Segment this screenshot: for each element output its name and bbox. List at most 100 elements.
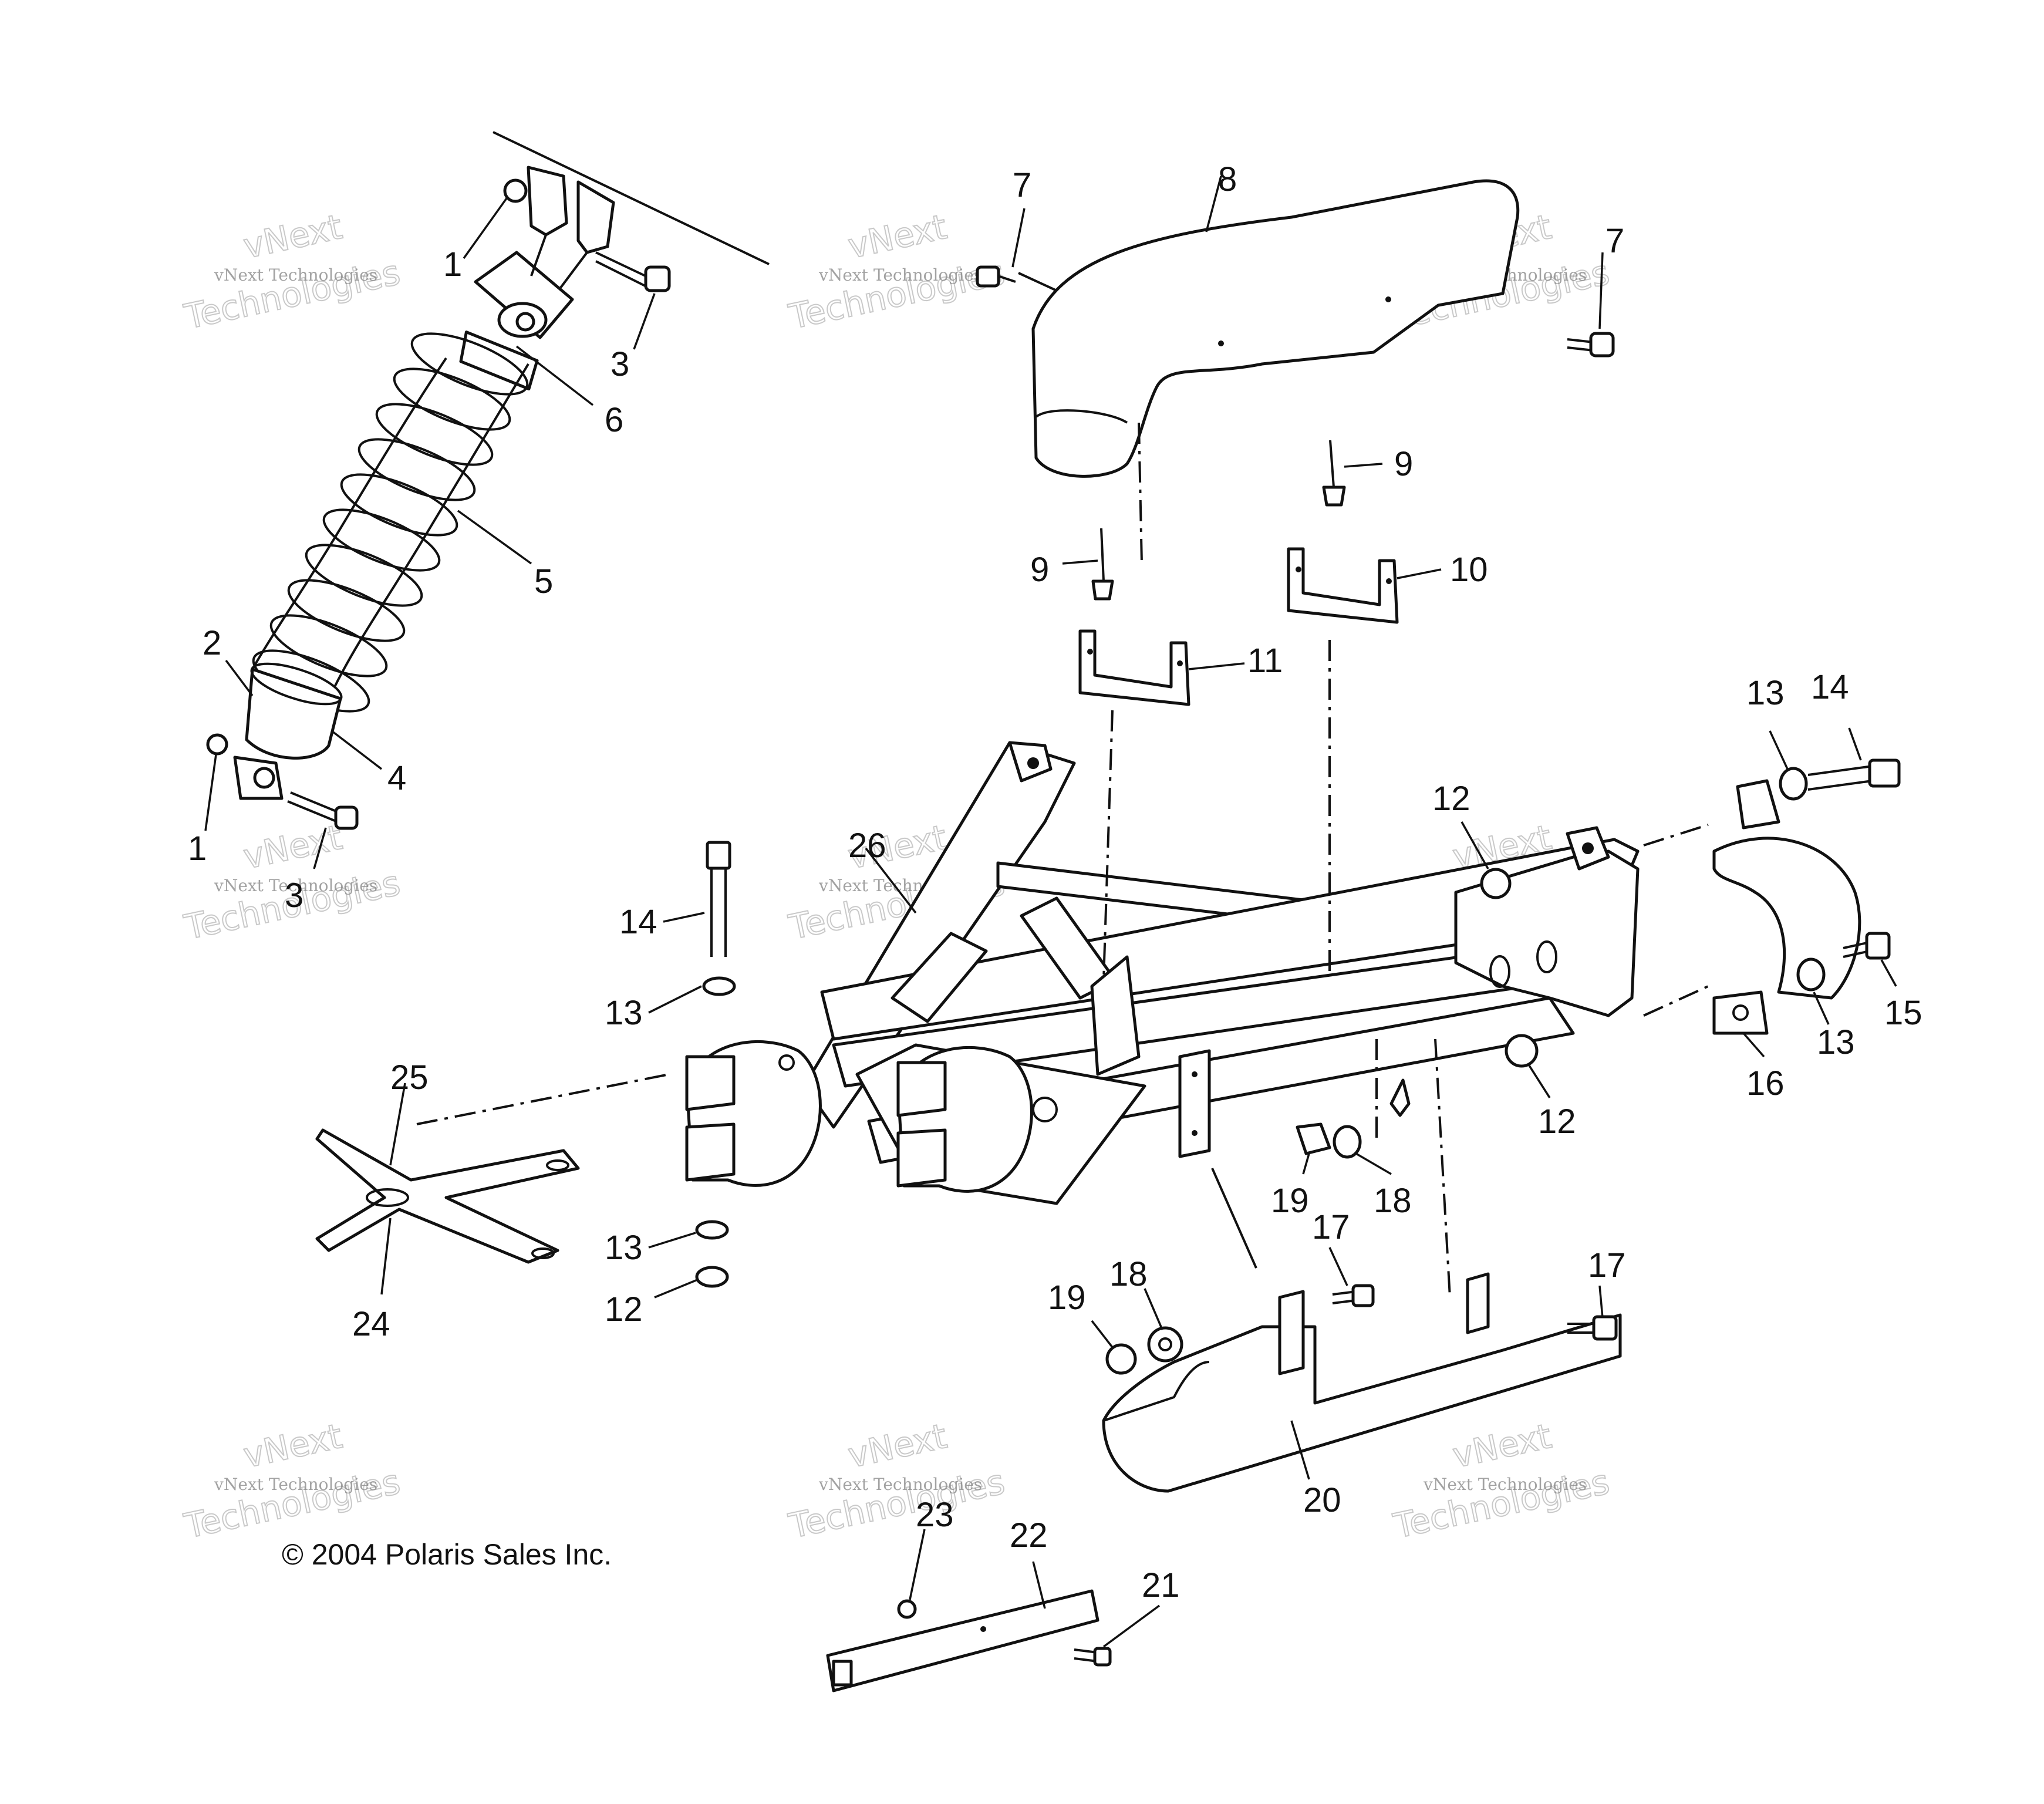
bolt-3-bottom (287, 791, 359, 830)
callout-1: 1 (188, 829, 207, 868)
callout-16: 16 (1746, 1064, 1785, 1102)
callout-24: 24 (352, 1305, 390, 1343)
watermark-9: vNext vNext Technologies Technologies (1389, 1415, 1614, 1547)
callout-9: 9 (1394, 445, 1413, 483)
callout-3: 3 (610, 345, 629, 383)
callout-13: 13 (1746, 674, 1785, 712)
washer-13-left-bottom (695, 1220, 729, 1240)
callout-23: 23 (916, 1496, 954, 1534)
svg-text:vNext Technologies: vNext Technologies (214, 1475, 377, 1494)
callout-labels: 1 3 6 5 2 4 1 3 7 8 7 9 9 10 11 26 12 13… (188, 160, 1922, 1604)
callout-18: 18 (1374, 1182, 1412, 1220)
bracket-10 (1287, 547, 1399, 624)
svg-text:vNext Technologies: vNext Technologies (214, 265, 377, 285)
screw-7-left (976, 265, 1016, 288)
axle-clamp-16 (1712, 779, 1861, 1035)
callout-14: 14 (619, 903, 657, 941)
svg-text:vNext Technologies: vNext Technologies (214, 876, 377, 895)
nut-1-bottom (206, 733, 228, 756)
callout-14: 14 (1811, 668, 1849, 706)
nut-19-upper (1296, 1122, 1331, 1155)
rivet-9-lower (1091, 528, 1114, 601)
svg-text:vNext Technologies: vNext Technologies (818, 265, 982, 285)
callout-18: 18 (1109, 1255, 1148, 1293)
nut-12-right-lower (1505, 1034, 1539, 1068)
callout-2: 2 (203, 624, 221, 662)
callout-13: 13 (605, 994, 643, 1032)
callout-26: 26 (848, 827, 886, 865)
shock-mount-bracket (474, 131, 770, 339)
svg-text:vNext Technologies: vNext Technologies (818, 1475, 982, 1494)
nut-12-right-upper (1480, 868, 1512, 899)
callout-9: 9 (1030, 551, 1049, 589)
frame-tab-small (1178, 1049, 1211, 1158)
axle-clamp-left (685, 1040, 822, 1187)
nut-23 (897, 1599, 917, 1619)
svg-text:vNext: vNext (240, 817, 346, 877)
watermark-7: vNext vNext Technologies Technologies (180, 1415, 404, 1547)
copyright-text: © 2004 Polaris Sales Inc. (282, 1538, 612, 1571)
callout-13: 13 (605, 1229, 643, 1267)
axle-clamp-right (896, 1046, 1033, 1193)
callout-6: 6 (605, 401, 623, 439)
bracket-11 (1078, 629, 1190, 706)
callout-12: 12 (1538, 1102, 1576, 1141)
watermark-8: vNext vNext Technologies Technologies (785, 1415, 1009, 1547)
svg-text:vNext: vNext (1449, 1416, 1555, 1476)
svg-text:vNext: vNext (845, 1416, 950, 1476)
callout-5: 5 (534, 562, 553, 601)
bolt-3-top (595, 251, 671, 292)
nut-19-lower (1105, 1343, 1137, 1375)
svg-text:vNext: vNext (240, 1416, 346, 1476)
chaincase-cover (1031, 179, 1520, 478)
callout-1: 1 (443, 245, 462, 284)
washer-13-right-bottom (1796, 957, 1826, 992)
callout-15: 15 (1884, 994, 1922, 1032)
callout-25: 25 (390, 1058, 429, 1097)
bolt-14-right (1807, 758, 1901, 791)
torsion-plate (315, 1128, 580, 1264)
callout-17: 17 (1312, 1208, 1350, 1246)
screw-7-right (1567, 332, 1615, 358)
callout-7: 7 (1605, 222, 1624, 260)
washer-18-lower (1147, 1326, 1183, 1363)
callout-7: 7 (1013, 166, 1031, 204)
nut-12-left-bottom (695, 1266, 729, 1288)
coil-spring (252, 332, 529, 713)
bolt-17-lower (1567, 1315, 1618, 1341)
svg-text:vNext: vNext (845, 207, 950, 267)
callout-17: 17 (1588, 1246, 1626, 1284)
callout-21: 21 (1142, 1566, 1180, 1604)
callout-12: 12 (1432, 780, 1470, 818)
callout-4: 4 (387, 759, 406, 797)
watermark-2: vNext vNext Technologies Technologies (785, 206, 1009, 338)
svg-text:vNext: vNext (240, 207, 346, 267)
bolt-14-left (706, 841, 731, 957)
shock-absorber (233, 302, 548, 800)
leader-lines (204, 176, 1897, 1648)
callout-8: 8 (1218, 160, 1237, 198)
washer-13-right-top (1779, 767, 1808, 801)
nut-1-top (503, 178, 528, 203)
callout-11: 11 (1247, 642, 1283, 680)
callout-22: 22 (1010, 1516, 1048, 1555)
rivet-9-upper (1322, 440, 1346, 507)
bolt-15 (1843, 932, 1891, 960)
callout-20: 20 (1303, 1481, 1341, 1519)
callout-13: 13 (1817, 1023, 1855, 1061)
rail-tube (826, 1589, 1099, 1692)
bolt-21 (1074, 1647, 1112, 1667)
callout-19: 19 (1271, 1182, 1309, 1220)
callout-10: 10 (1450, 551, 1488, 589)
bolt-17-upper (1332, 1284, 1375, 1307)
watermark-1: vNext vNext Technologies Technologies (180, 206, 404, 338)
washer-13-left-top (702, 976, 736, 996)
washer-18-upper (1333, 1125, 1362, 1159)
callout-12: 12 (605, 1290, 643, 1328)
svg-text:vNext Technologies: vNext Technologies (1423, 1475, 1587, 1494)
alignment-lines (416, 272, 1709, 1298)
skid-rail (1102, 1272, 1622, 1493)
callout-19: 19 (1048, 1279, 1086, 1317)
callout-3: 3 (285, 876, 303, 915)
